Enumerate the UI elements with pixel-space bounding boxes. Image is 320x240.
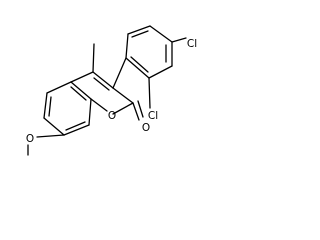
bond-c7-methoxy-o	[36, 134, 65, 138]
bond-c5prime-c6prime	[127, 25, 151, 35]
bond-c4prime-cl	[171, 37, 187, 43]
bond-c3-c2	[112, 87, 134, 104]
benzo-ring	[43, 81, 92, 136]
pyranone-ring	[70, 71, 144, 121]
bond-c8a-c4a	[70, 81, 92, 100]
double-bond-c2-carbonyl	[137, 100, 144, 118]
bond-c2prime-cl	[148, 77, 151, 109]
structure-canvas: O O O Cl Cl	[25, 25, 198, 156]
dichlorophenyl-ring	[112, 25, 187, 109]
chlorine-para-label: Cl	[187, 38, 197, 50]
bond-methyl	[92, 43, 95, 73]
bond-c2prime-c3prime	[148, 65, 173, 79]
bond-c8-c8a	[88, 98, 92, 126]
bond-c2-carbonyl	[132, 102, 140, 121]
bond-c7-c8	[63, 124, 90, 136]
double-bond-c7-c8	[65, 121, 86, 131]
chlorine-ortho-label: Cl	[148, 110, 158, 122]
double-bond-c5-c6	[48, 96, 52, 117]
bond-c6prime-c1prime	[125, 33, 129, 59]
bond-c4a-c4	[70, 71, 94, 83]
bond-c6-c7	[43, 117, 65, 136]
ring-oxygen-label: O	[108, 110, 116, 122]
carbonyl-oxygen-label: O	[142, 122, 150, 134]
double-bond-c5prime-c6prime	[131, 30, 149, 38]
double-bond-c4-c3	[93, 77, 110, 91]
bond-c4-c3	[92, 71, 114, 89]
double-bond-c1prime-c2prime	[130, 56, 149, 73]
bond-c4a-c5	[46, 81, 72, 94]
molecule-drawing: O O O Cl Cl	[26, 25, 197, 156]
methoxy-group	[27, 134, 65, 156]
bond-c1prime-c2prime	[125, 57, 150, 79]
methoxy-oxygen-label: O	[26, 133, 34, 145]
bond-c4prime-c5prime	[149, 25, 173, 43]
double-bond-c8a-c4a	[70, 86, 87, 101]
bond-c2-o1	[112, 102, 134, 115]
bond-c5-c6	[43, 92, 48, 119]
bond-o1-c8a	[90, 98, 108, 112]
bond-c3-c1prime	[112, 57, 127, 89]
